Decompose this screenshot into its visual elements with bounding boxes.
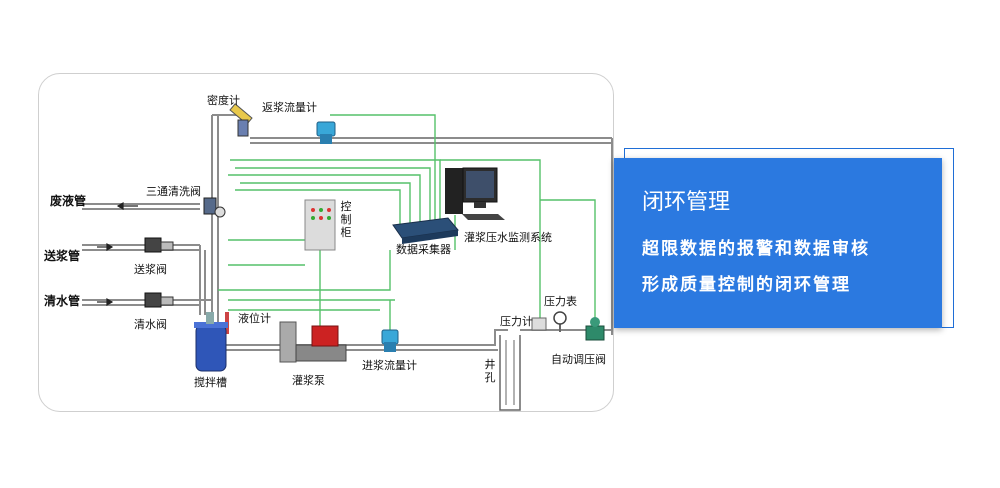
label-three-way-valve: 三通清洗阀 (146, 185, 201, 198)
label-monitor-system: 灌浆压水监测系统 (464, 231, 552, 244)
well-hole-icon (499, 335, 521, 411)
panel-line-1: 超限数据的报警和数据审核 (642, 239, 870, 259)
label-pressure-meter: 压力计 (500, 315, 533, 328)
label-well-hole: 井孔 (484, 358, 496, 384)
label-feed-valve: 送浆阀 (134, 263, 167, 276)
grout-pump-icon (279, 321, 347, 363)
label-inlet-flowmeter: 进浆流量计 (362, 359, 417, 372)
auto-valve-icon (585, 317, 605, 341)
computer-monitor-icon (445, 167, 505, 220)
label-return-flowmeter: 返浆流量计 (262, 101, 317, 114)
data-collector-icon (392, 217, 459, 244)
feed-valve-icon (144, 237, 174, 253)
three-way-valve-icon (203, 197, 226, 218)
mixing-tank-icon (194, 312, 228, 372)
flow-arrows (97, 201, 138, 307)
panel-title: 闭环管理 (642, 190, 731, 215)
water-valve-icon (144, 292, 174, 308)
label-water-pipe: 清水管 (44, 294, 81, 308)
label-grout-pump: 灌浆泵 (292, 374, 325, 387)
label-feed-pipe: 送浆管 (44, 249, 81, 263)
label-level-meter: 液位计 (238, 312, 271, 325)
pressure-gauge-icon (553, 311, 567, 332)
panel-line-2: 形成质量控制的闭环管理 (642, 275, 851, 295)
label-control-cabinet: 控制柜 (340, 200, 352, 239)
inlet-flowmeter-icon (381, 329, 399, 352)
pressure-meter-icon (531, 317, 547, 331)
density-meter-icon (229, 103, 253, 137)
label-data-collector: 数据采集器 (396, 243, 451, 256)
closed-loop-panel: 闭环管理 超限数据的报警和数据审核 形成质量控制的闭环管理 (614, 158, 942, 328)
label-waste-pipe: 废液管 (50, 194, 87, 208)
label-pressure-gauge: 压力表 (544, 295, 577, 308)
control-cabinet-icon (304, 199, 336, 251)
label-auto-valve: 自动调压阀 (551, 353, 606, 366)
label-water-valve: 清水阀 (134, 318, 167, 331)
label-mixing-tank: 搅拌槽 (194, 376, 227, 389)
label-density-meter: 密度计 (207, 94, 240, 107)
return-flowmeter-icon (316, 121, 336, 144)
